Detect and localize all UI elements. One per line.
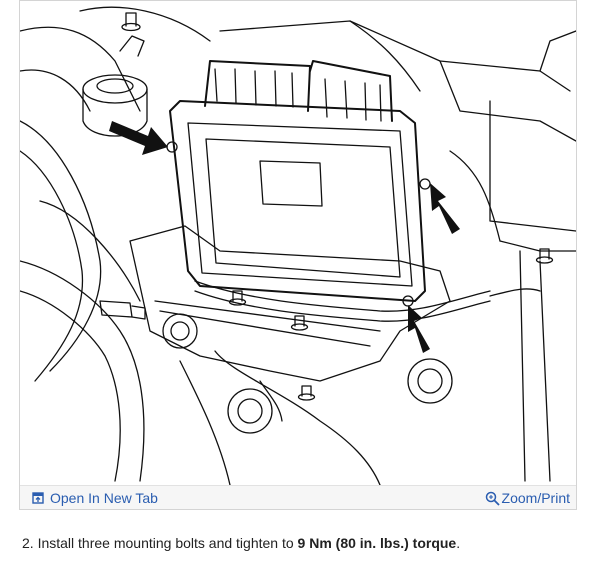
step-number: 2. bbox=[22, 535, 34, 551]
zoom-print-button[interactable]: Zoom/Print bbox=[485, 489, 570, 507]
figure-card: 8181e69e Open In New Tab Zoom/Print bbox=[19, 0, 577, 510]
step-text-end: . bbox=[456, 535, 461, 551]
open-in-new-tab-icon bbox=[32, 492, 44, 504]
open-in-new-tab-button[interactable]: Open In New Tab bbox=[32, 489, 158, 507]
step-text: Install three mounting bolts and tighten… bbox=[37, 535, 294, 551]
step-caption: 2. Install three mounting bolts and tigh… bbox=[22, 535, 460, 551]
zoom-print-label: Zoom/Print bbox=[501, 490, 570, 506]
magnifier-icon bbox=[485, 491, 500, 506]
ecm-installation-diagram bbox=[20, 6, 576, 485]
arrow-markers bbox=[109, 121, 460, 353]
torque-value: 9 Nm (80 in. lbs.) torque bbox=[297, 535, 457, 551]
figure-toolbar: Open In New Tab Zoom/Print bbox=[20, 485, 576, 509]
open-in-new-tab-label: Open In New Tab bbox=[50, 490, 158, 506]
